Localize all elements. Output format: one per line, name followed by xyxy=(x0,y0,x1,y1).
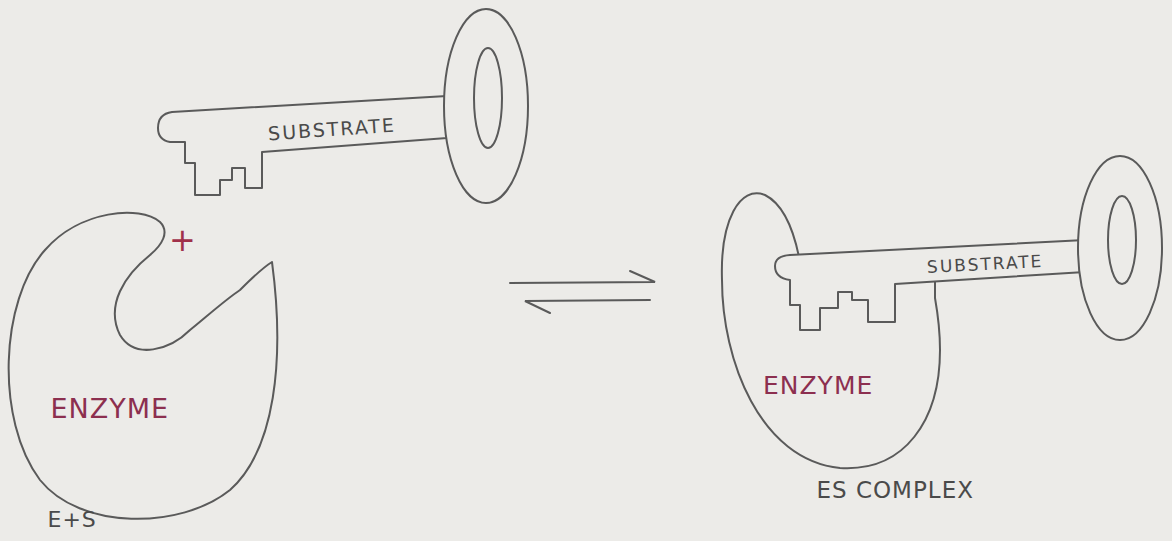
key-bow xyxy=(474,48,502,148)
state-label: ES COMPLEX xyxy=(817,479,974,502)
plus-sign: + xyxy=(169,224,197,256)
substrate-key-outline xyxy=(770,150,1170,345)
outline-path xyxy=(9,213,278,519)
outline-path xyxy=(775,240,1085,330)
key-bow xyxy=(1108,196,1136,284)
shape-label: ENZYME xyxy=(763,373,873,398)
key-bow xyxy=(1078,156,1162,340)
outline-path xyxy=(722,193,940,468)
substrate-key-outline xyxy=(150,5,535,215)
enzyme-shape: ENZYME xyxy=(715,185,950,475)
enzyme-shape: ENZYME xyxy=(0,200,290,535)
forward-harpoon xyxy=(510,271,655,283)
outline-path xyxy=(158,96,447,195)
state-label: E+S xyxy=(48,509,97,531)
substrate-key: SUBSTRATE xyxy=(770,150,1170,345)
shape-label: ENZYME xyxy=(51,395,170,422)
key-bow xyxy=(444,9,528,203)
enzyme-shape-outline xyxy=(0,200,290,535)
reverse-harpoon xyxy=(525,300,650,313)
substrate-key: SUBSTRATE xyxy=(150,5,535,215)
enzyme-shape-outline xyxy=(715,185,950,475)
